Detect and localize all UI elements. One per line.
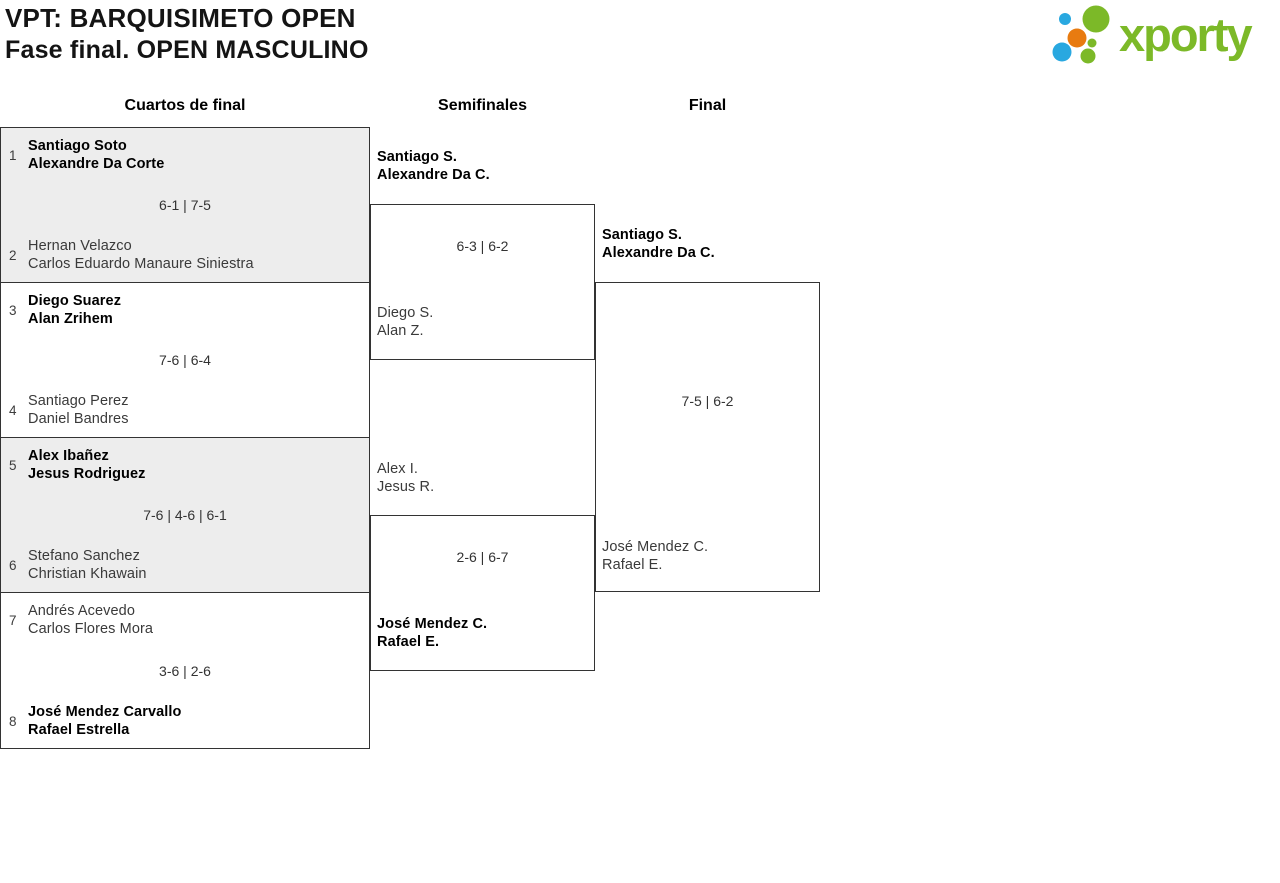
player-name: Rafael Estrella — [28, 722, 130, 738]
player-name: Alan Z. — [377, 322, 424, 339]
player-name: Rafael E. — [602, 556, 663, 573]
player-name: Rafael E. — [377, 633, 440, 650]
seed-number: 6 — [9, 557, 17, 573]
page-subtitle: Fase final. OPEN MASCULINO — [5, 36, 369, 64]
player-name: Alexandre Da C. — [377, 166, 490, 183]
player-name: Andrés Acevedo — [28, 603, 135, 619]
quarterfinal-match-2: 3 Diego Suarez Alan Zrihem 7-6 | 6-4 4 S… — [0, 282, 370, 438]
player-name: Alex Ibañez — [28, 448, 109, 464]
seed-number: 3 — [9, 302, 17, 318]
semifinal-1-bottom-team: Diego S. Alan Z. — [377, 305, 433, 340]
round-header-semifinals: Semifinales — [438, 97, 527, 114]
team-entry: 1 Santiago Soto Alexandre Da Corte — [1, 137, 369, 173]
match-score: 7-6 | 4-6 | 6-1 — [143, 507, 227, 523]
seed-number: 4 — [9, 402, 17, 418]
team-entry: 4 Santiago Perez Daniel Bandres — [1, 392, 369, 428]
seed-number: 1 — [9, 147, 17, 163]
page-title: VPT: BARQUISIMETO OPEN — [5, 3, 356, 33]
team-names: Alex Ibañez Jesus Rodriguez — [28, 447, 146, 483]
team-names: Andrés Acevedo Carlos Flores Mora — [28, 602, 153, 638]
player-name: Diego Suarez — [28, 293, 122, 309]
player-name: Alexandre Da C. — [602, 244, 715, 261]
final-bottom-team: José Mendez C. Rafael E. — [602, 539, 708, 574]
xporty-wordmark: xporty — [1119, 8, 1253, 61]
player-name: Santiago S. — [602, 227, 683, 243]
player-name: Jesus Rodriguez — [28, 466, 146, 482]
player-name: Alexandre Da Corte — [28, 156, 165, 172]
semifinal-1-top-team: Santiago S. Alexandre Da C. — [377, 149, 490, 184]
seed-number: 8 — [9, 713, 17, 729]
team-names: Santiago Perez Daniel Bandres — [28, 392, 129, 428]
team-names: Diego Suarez Alan Zrihem — [28, 292, 121, 328]
player-name: Alex I. — [377, 461, 418, 477]
player-name: Daniel Bandres — [28, 411, 129, 427]
player-name: Stefano Sanchez — [28, 548, 140, 564]
team-names: José Mendez Carvallo Rafael Estrella — [28, 703, 182, 739]
player-name: Diego S. — [377, 305, 434, 321]
team-entry: 5 Alex Ibañez Jesus Rodriguez — [1, 447, 369, 483]
round-header-quarterfinals: Cuartos de final — [124, 97, 246, 114]
final-top-team: Santiago S. Alexandre Da C. — [602, 227, 715, 262]
team-entry: 3 Diego Suarez Alan Zrihem — [1, 292, 369, 328]
player-name: José Mendez Carvallo — [28, 704, 182, 720]
quarterfinal-match-3: 5 Alex Ibañez Jesus Rodriguez 7-6 | 4-6 … — [0, 437, 370, 593]
seed-number: 7 — [9, 612, 17, 628]
team-entry: 2 Hernan Velazco Carlos Eduardo Manaure … — [1, 237, 369, 273]
team-entry: 8 José Mendez Carvallo Rafael Estrella — [1, 703, 369, 739]
team-names: Santiago Soto Alexandre Da Corte — [28, 137, 164, 173]
team-entry: 6 Stefano Sanchez Christian Khawain — [1, 547, 369, 583]
team-entry: 7 Andrés Acevedo Carlos Flores Mora — [1, 602, 369, 638]
quarterfinal-match-4: 7 Andrés Acevedo Carlos Flores Mora 3-6 … — [0, 592, 370, 749]
match-score: 6-3 | 6-2 — [456, 238, 509, 254]
match-score: 6-1 | 7-5 — [159, 197, 211, 213]
seed-number: 5 — [9, 457, 17, 473]
player-name: Carlos Flores Mora — [28, 621, 154, 637]
match-score: 7-6 | 6-4 — [159, 352, 211, 368]
player-name: Christian Khawain — [28, 566, 147, 582]
seed-number: 2 — [9, 247, 17, 263]
team-names: Stefano Sanchez Christian Khawain — [28, 547, 147, 583]
xporty-dots-icon — [1048, 5, 1112, 72]
team-names: Hernan Velazco Carlos Eduardo Manaure Si… — [28, 237, 254, 273]
player-name: Hernan Velazco — [28, 238, 132, 254]
player-name: Carlos Eduardo Manaure Siniestra — [28, 256, 254, 272]
quarterfinal-match-1: 1 Santiago Soto Alexandre Da Corte 6-1 |… — [0, 127, 370, 283]
player-name: Santiago Soto — [28, 138, 127, 154]
semifinal-2-bottom-team: José Mendez C. Rafael E. — [377, 616, 487, 651]
semifinal-match-1-box — [370, 204, 595, 360]
player-name: Jesus R. — [377, 478, 435, 495]
player-name: José Mendez C. — [602, 539, 709, 555]
match-score: 2-6 | 6-7 — [456, 549, 509, 565]
player-name: Santiago Perez — [28, 393, 129, 409]
player-name: Alan Zrihem — [28, 311, 113, 327]
player-name: Santiago S. — [377, 149, 458, 165]
semifinal-2-top-team: Alex I. Jesus R. — [377, 461, 434, 496]
semifinal-match-2-box — [370, 515, 595, 671]
player-name: José Mendez C. — [377, 616, 488, 632]
xporty-logo[interactable]: xporty — [1048, 5, 1253, 72]
final-match-box — [595, 282, 820, 592]
round-header-final: Final — [688, 97, 727, 114]
match-score: 3-6 | 2-6 — [159, 662, 211, 679]
match-score: 7-5 | 6-2 — [681, 393, 734, 409]
